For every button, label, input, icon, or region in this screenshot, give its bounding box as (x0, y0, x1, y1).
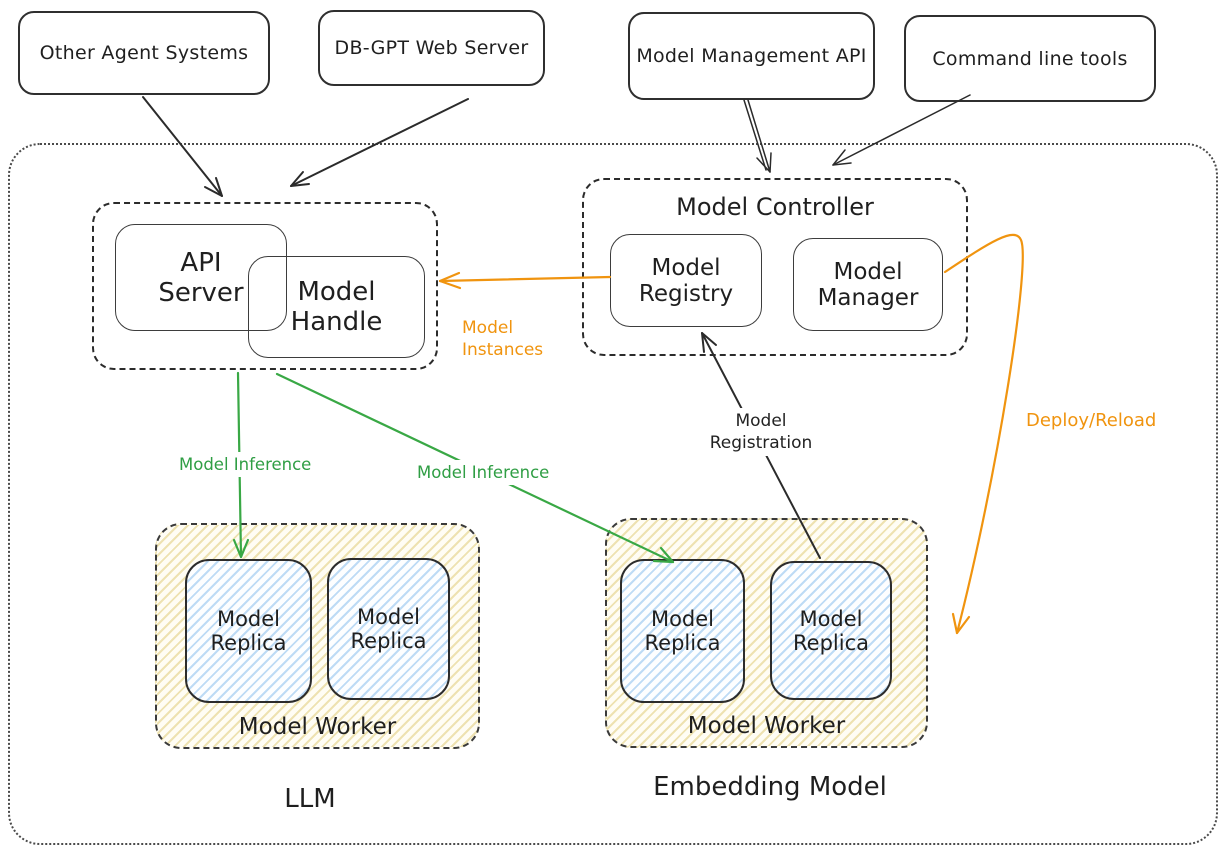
box-model-management-api: Model Management API (628, 12, 875, 100)
label-model-inference-right: Model Inference (412, 460, 555, 486)
box-model-manager: Model Manager (793, 238, 943, 331)
label-model-inference-left: Model Inference (174, 452, 317, 478)
box-model-handle-label: Model Handle (290, 277, 383, 337)
embedding-model-replica-1-label: Model Replica (644, 607, 721, 655)
label-deploy-reload: Deploy/Reload (1026, 409, 1157, 433)
llm-caption: LLM (284, 784, 336, 814)
llm-model-replica-2: Model Replica (327, 558, 450, 700)
model-controller-title: Model Controller (676, 193, 874, 221)
box-other-agent-systems: Other Agent Systems (18, 11, 270, 95)
box-api-server-label: API Server (158, 247, 244, 308)
box-model-registry-label: Model Registry (638, 254, 734, 307)
box-command-line-tools: Command line tools (904, 15, 1156, 102)
box-model-manager-label: Model Manager (817, 258, 919, 311)
box-dbgpt-web-server: DB-GPT Web Server (318, 10, 545, 86)
box-dbgpt-web-server-label: DB-GPT Web Server (334, 37, 529, 59)
llm-model-replica-2-label: Model Replica (350, 605, 427, 653)
box-model-handle: Model Handle (248, 256, 425, 358)
llm-model-replica-1: Model Replica (185, 559, 312, 703)
embedding-model-replica-1: Model Replica (620, 559, 745, 703)
embedding-model-replica-2: Model Replica (770, 561, 892, 700)
llm-model-replica-1-label: Model Replica (210, 607, 287, 655)
model-controller-group: Model Controller (582, 178, 968, 356)
embedding-model-worker-label: Model Worker (687, 713, 846, 739)
box-command-line-tools-label: Command line tools (932, 47, 1128, 70)
box-model-management-api-label: Model Management API (636, 45, 867, 67)
embedding-model-replica-2-label: Model Replica (793, 606, 869, 655)
box-model-registry: Model Registry (610, 234, 762, 327)
embedding-caption: Embedding Model (653, 772, 887, 802)
label-model-instances: Model Instances (462, 317, 554, 362)
label-model-registration: Model Registration (700, 408, 822, 457)
box-other-agent-systems-label: Other Agent Systems (39, 42, 249, 64)
service-boundary (8, 143, 1218, 845)
api-server-group (92, 202, 438, 370)
llm-model-worker-label: Model Worker (238, 714, 397, 740)
box-api-server: API Server (115, 224, 287, 331)
